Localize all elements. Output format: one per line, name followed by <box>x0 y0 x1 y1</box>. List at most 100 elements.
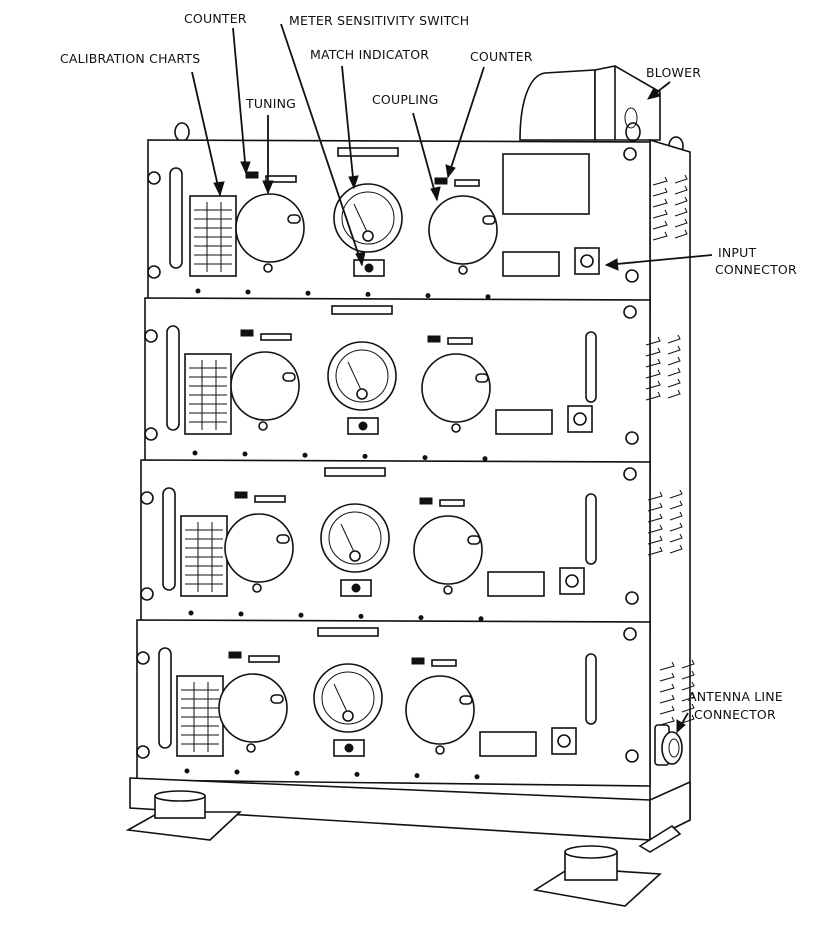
panel-screw <box>302 452 308 458</box>
louver-slot <box>652 198 668 208</box>
shock-mount-left <box>125 790 243 841</box>
panel-screw <box>422 455 428 461</box>
louver-slot <box>669 544 683 554</box>
tuning-crank <box>287 214 301 224</box>
instruction-plate <box>502 153 590 215</box>
coupling-crank <box>482 215 496 225</box>
dial-lock <box>435 745 445 755</box>
louver-slot <box>674 218 688 228</box>
leader-lines <box>191 23 713 733</box>
panel-screw <box>245 289 251 295</box>
tuning-dial <box>230 351 300 421</box>
captive-screw <box>623 627 637 641</box>
blower-housing <box>519 65 661 141</box>
captive-screw <box>625 269 639 283</box>
panel-screw <box>425 293 431 299</box>
captive-screw <box>623 305 637 319</box>
louver-slot <box>667 378 681 388</box>
label-input-connector-line2: CONNECTOR <box>715 262 797 277</box>
captive-screw <box>136 745 150 759</box>
label-meter-sensitivity-switch: METER SENSITIVITY SWITCH <box>289 13 469 28</box>
panel-handle <box>162 487 176 591</box>
louver-slot <box>647 535 663 545</box>
louver-slot <box>652 176 668 186</box>
tuning-crank <box>282 372 296 382</box>
shock-mount-rear <box>638 824 682 853</box>
louver-slot <box>669 489 683 499</box>
connector-socket <box>565 574 579 588</box>
dial-lock <box>458 265 468 275</box>
louver-slot <box>647 513 663 523</box>
counter-window <box>240 329 254 337</box>
louver-slot <box>647 491 663 501</box>
input-connector <box>559 567 585 595</box>
label-counter-right: COUNTER <box>470 49 533 64</box>
louver-slot <box>674 229 688 239</box>
louver-slot <box>645 358 661 368</box>
label-input-connector-line1: INPUT <box>718 245 757 260</box>
panel-handle <box>169 167 183 269</box>
panel-screw <box>238 611 244 617</box>
panel-screw <box>234 769 240 775</box>
arrowheads <box>213 87 686 734</box>
panel-screw <box>305 290 311 296</box>
louver-slot <box>681 703 695 713</box>
switch-knob <box>351 583 361 593</box>
tuning-dial <box>224 513 294 583</box>
panel-1 <box>147 139 651 307</box>
name-plate <box>324 467 386 477</box>
label-blower: BLOWER <box>646 65 701 80</box>
meter-pivot <box>342 710 354 722</box>
louver-slot <box>659 672 675 682</box>
match-indicator-meter <box>333 183 403 253</box>
louver-slot <box>645 336 661 346</box>
callout-labels: COUNTER METER SENSITIVITY SWITCH CALIBRA… <box>60 11 797 722</box>
captive-screw <box>625 749 639 763</box>
panel-screw <box>358 613 364 619</box>
label-tuning: TUNING <box>245 96 296 111</box>
captive-screw <box>623 467 637 481</box>
meter-needle <box>347 361 363 393</box>
leader-input-connector <box>605 254 713 266</box>
name-plate <box>317 627 379 637</box>
louver-slot <box>681 692 695 702</box>
coupling-dial <box>421 353 491 423</box>
louver-slot <box>667 345 681 355</box>
connector-socket <box>557 734 571 748</box>
data-plate <box>495 409 553 435</box>
tuning-dial <box>235 193 305 263</box>
shock-mount-right <box>532 845 662 907</box>
louver-slot <box>674 185 688 195</box>
label-antenna-line-connector-line2: CONNECTOR <box>694 707 776 722</box>
captive-screw <box>136 651 150 665</box>
louver-slot <box>667 334 681 344</box>
meter-needle <box>333 683 349 715</box>
leader-match-indicator <box>341 65 355 189</box>
louver-slot <box>652 220 668 230</box>
panel-screw <box>485 294 491 300</box>
louver-slot <box>674 174 688 184</box>
leader-coupling <box>412 112 438 201</box>
louver-slot <box>674 207 688 217</box>
name-plate <box>337 147 399 157</box>
data-plate <box>502 251 560 277</box>
louver-slot <box>674 196 688 206</box>
meter-pivot <box>362 230 374 242</box>
label-calibration-charts: CALIBRATION CHARTS <box>60 51 200 66</box>
panel-screw <box>482 456 488 462</box>
louver-slot <box>647 502 663 512</box>
panel-screw <box>298 612 304 618</box>
meter-needle <box>340 523 356 555</box>
panel-handle-right <box>585 493 597 565</box>
counter-window <box>411 657 425 665</box>
tuning-crank <box>270 694 284 704</box>
coupling-dial <box>428 195 498 265</box>
panel-screw <box>294 770 300 776</box>
panel-4 <box>136 619 651 787</box>
louver-slot <box>681 659 695 669</box>
coupling-dial <box>405 675 475 745</box>
switch-knob <box>358 421 368 431</box>
captive-screw <box>140 587 154 601</box>
label-coupling: COUPLING <box>372 92 439 107</box>
